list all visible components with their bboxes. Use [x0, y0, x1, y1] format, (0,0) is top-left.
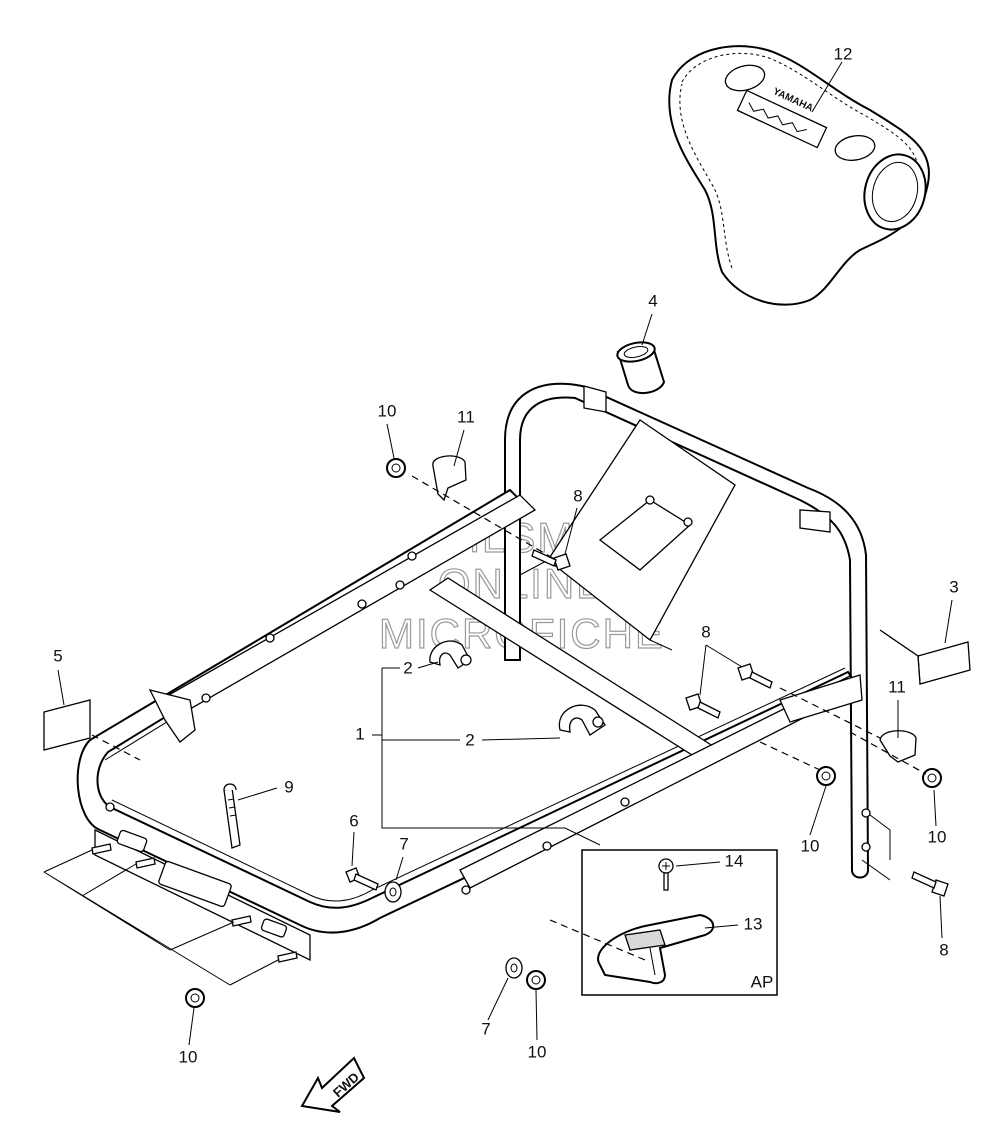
callout-7-lower: 7	[481, 1019, 490, 1038]
callout-10-right: 10	[928, 827, 947, 846]
callout-8-mid: 8	[701, 622, 710, 641]
leader-lines	[43, 61, 953, 1046]
callout-2-lower: 2	[465, 730, 474, 749]
clamp-part-upper	[429, 640, 472, 669]
bolt-part-8c	[911, 871, 949, 897]
callout-1: 1	[355, 724, 364, 743]
callout-2-upper: 2	[403, 658, 412, 677]
hose-holder-part-left	[432, 455, 467, 502]
inset-frame	[581, 849, 778, 996]
callout-11-left: 11	[457, 407, 475, 426]
callout-12: 12	[834, 44, 853, 63]
fwd-arrow-icon: FWD	[300, 1056, 366, 1113]
front-studs	[91, 843, 298, 963]
clamp-part-lower	[558, 704, 606, 736]
inset-ap: AP	[581, 849, 778, 996]
bolt-part-8a	[531, 549, 571, 571]
callout-6: 6	[349, 811, 358, 830]
strap-part	[223, 783, 241, 849]
main-frame-part	[76, 382, 871, 962]
callout-8-lower: 8	[939, 940, 948, 959]
nut-part-5	[526, 970, 546, 990]
callout-8-upper: 8	[573, 486, 582, 505]
nut-part-2	[816, 766, 836, 786]
decal-part-3	[879, 629, 971, 685]
callout-10-mid: 10	[801, 836, 820, 855]
nut-part-3	[922, 768, 942, 788]
collar-part	[616, 341, 666, 394]
callout-11-right: 11	[888, 677, 906, 696]
callout-10-top: 10	[378, 401, 397, 420]
handle-cover-part: YAMAHA	[668, 45, 930, 306]
callout-10-lower: 10	[528, 1042, 547, 1061]
callout-4: 4	[648, 291, 657, 310]
callout-3: 3	[949, 577, 958, 596]
callout-10-bottom-left: 10	[179, 1047, 198, 1066]
callout-labels: 12 4 10 11 8 3 8 5 2 11 1 2 9 6 7 10 10 …	[53, 44, 958, 1066]
hose-holder-part-right	[879, 730, 917, 763]
bolt-part-6	[345, 867, 379, 891]
inset-label: AP	[751, 972, 774, 991]
nut-part-1	[386, 458, 406, 478]
callout-7-upper: 7	[399, 834, 408, 853]
callout-5: 5	[53, 646, 62, 665]
washer-part-2	[505, 957, 523, 979]
label-part-5	[43, 699, 91, 751]
washer-part-1	[384, 881, 402, 903]
callout-9: 9	[284, 777, 293, 796]
callout-13: 13	[744, 914, 763, 933]
bolt-part-8b	[685, 663, 773, 719]
callout-14: 14	[725, 851, 744, 870]
nut-part-4	[185, 988, 205, 1008]
